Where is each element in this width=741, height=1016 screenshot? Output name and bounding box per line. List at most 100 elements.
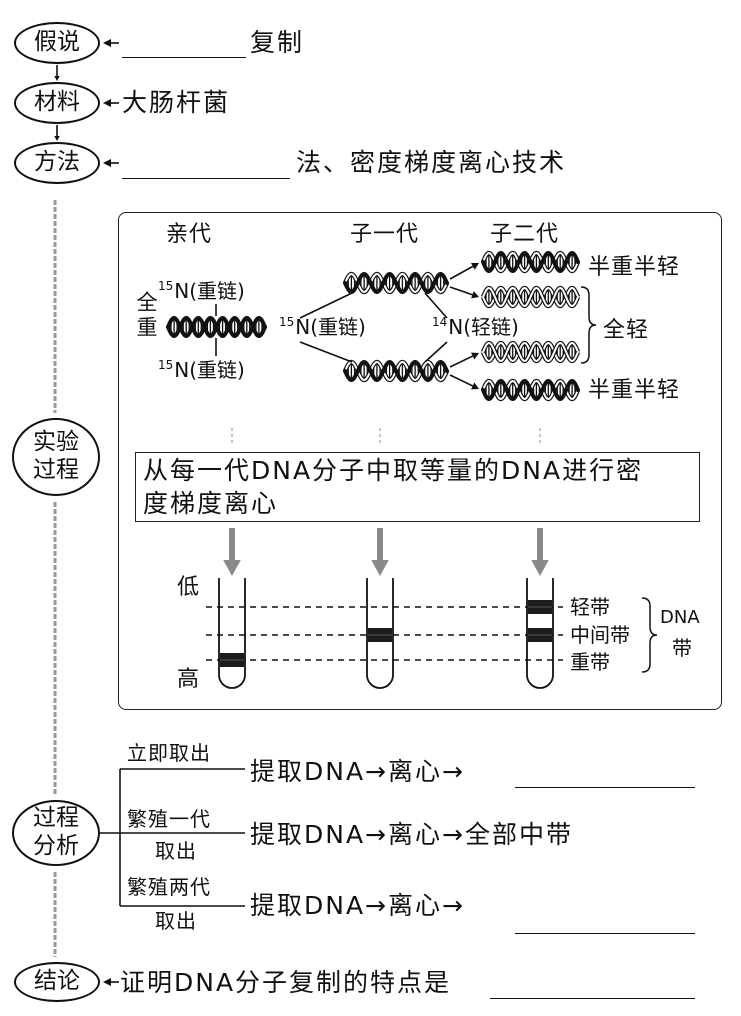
base-pairs [170, 318, 263, 336]
arrow-head [103, 39, 111, 47]
procedure-text-line2: 度梯度离心 [143, 489, 279, 518]
conclusion-label: 结论 [34, 968, 80, 995]
experiment-process-node: 实验 过程 [12, 418, 100, 496]
strand-label-text: N(重链) [295, 315, 366, 339]
density-high-label: 高 [177, 667, 201, 692]
arrow-head [471, 291, 479, 299]
procedure-box [135, 452, 700, 522]
arrow-head [531, 560, 549, 576]
test-tube [218, 578, 246, 689]
material-node: 材料 [14, 82, 100, 124]
strand-pointer-line [299, 292, 353, 319]
hypothesis-label: 假说 [34, 29, 80, 56]
arrow-head [471, 263, 479, 270]
generation-label-f2: 子二代 [490, 222, 560, 247]
band-label-heavy: 重带 [570, 650, 610, 674]
band-label-middle: 中间带 [570, 623, 630, 647]
analysis-row3-condition: 繁殖两代 [127, 875, 211, 899]
arrow-head [54, 136, 60, 141]
analysis-row2-line: 提取DNA→离心→全部中带 [250, 822, 573, 847]
analysis-row2-condition-sub: 取出 [155, 839, 197, 863]
heavy-strand [481, 378, 580, 402]
hypothesis-node: 假说 [14, 22, 100, 64]
method-node: 方法 [14, 142, 100, 184]
dna-helix-f2 [480, 340, 581, 364]
f2-middle-label: 全轻 [603, 318, 650, 343]
strand-label-text: N(轻链) [448, 315, 519, 339]
centrifuge-step-arrow [223, 528, 241, 576]
method-suffix: 法、密度梯度离心技术 [296, 148, 567, 177]
light-strand [480, 285, 581, 309]
heavy-strand [166, 315, 267, 339]
parent-bottom-strand-label: 15N(重链) [158, 358, 245, 382]
method-answer-blank [122, 178, 290, 179]
generation-label-parent: 亲代 [166, 222, 213, 247]
band-group-label-dna: DNA [660, 607, 700, 628]
conclusion-text: 证明DNA分子复制的特点是 [120, 968, 452, 997]
generation-label-f1: 子一代 [350, 222, 420, 247]
process-analysis-node: 过程 分析 [12, 800, 100, 866]
analysis-row2-result: 全部中带 [464, 820, 573, 849]
analysis-row3-answer-blank [515, 933, 695, 934]
analysis-row1-answer-blank [515, 787, 695, 788]
flow-arrow-down [54, 125, 60, 141]
base-pairs [347, 362, 445, 380]
light-strand-fill [482, 341, 579, 363]
strand-label-text: N(重链) [174, 279, 245, 303]
dna-helix-parent [166, 315, 267, 339]
connector-arrow [103, 99, 119, 107]
f2-top-label: 半重半轻 [588, 255, 681, 280]
parent-top-strand-label: 15N(重链) [158, 279, 245, 303]
centrifuge-step-arrow [531, 528, 549, 576]
analysis-label-line1: 过程 [33, 805, 79, 832]
base-pairs [485, 343, 576, 361]
analysis-label-line2: 分析 [33, 833, 79, 859]
dna-helix-f1 [343, 359, 449, 383]
band-group-label-band: 带 [672, 636, 692, 660]
f2-bottom-label: 半重半轻 [588, 378, 681, 403]
analysis-row2-condition: 繁殖一代 [127, 807, 211, 831]
dna-helix-f2 [480, 250, 581, 274]
dna-helix-f2 [480, 378, 581, 402]
experiment-label-line2: 过程 [33, 457, 79, 483]
centrifuge-step-arrow [371, 528, 389, 576]
arrow-shaft [449, 374, 474, 387]
density-low-label: 低 [177, 575, 201, 600]
base-pairs [485, 381, 576, 399]
experiment-label-line1: 实验 [33, 429, 79, 456]
all-light-brace [580, 286, 597, 364]
hypothesis-suffix: 复制 [250, 28, 305, 57]
material-answer: 大肠杆菌 [122, 88, 231, 117]
arrow-head [471, 352, 479, 360]
replication-arrow [449, 352, 479, 368]
analysis-row3-steps: 提取DNA→离心→ [250, 891, 465, 920]
arrow-head [54, 76, 60, 81]
strand-pointer-line [424, 292, 448, 319]
method-label: 方法 [34, 149, 80, 176]
connector-arrow [103, 39, 119, 47]
arrow-shaft [449, 286, 473, 296]
analysis-row1-condition: 立即取出 [127, 741, 211, 765]
analysis-row1-steps: 提取DNA→离心→ [250, 757, 465, 786]
replication-arrow [449, 263, 479, 280]
arrow-head [223, 560, 241, 576]
f1-light-strand-label: 14N(轻链) [432, 315, 519, 339]
conclusion-node: 结论 [14, 962, 100, 1002]
base-pairs [347, 274, 445, 292]
arrow-head [103, 159, 111, 167]
replication-arrow [449, 286, 479, 299]
replication-arrow [449, 374, 479, 390]
flow-arrow-down [54, 65, 60, 81]
dna-band-brace [641, 597, 658, 673]
connector-arrow [103, 159, 119, 167]
experiment-process-panel [118, 212, 722, 710]
strand-pointer-line [424, 341, 448, 363]
strand-label-text: N(重链) [174, 358, 245, 382]
arrow-head [103, 99, 111, 107]
arrow-head [471, 382, 479, 390]
strand-pointer-line [299, 341, 353, 363]
procedure-text-line1: 从每一代DNA分子中取等量的DNA进行密 [143, 456, 644, 485]
arrow-shaft [449, 265, 474, 280]
heavy-strand [481, 250, 580, 274]
